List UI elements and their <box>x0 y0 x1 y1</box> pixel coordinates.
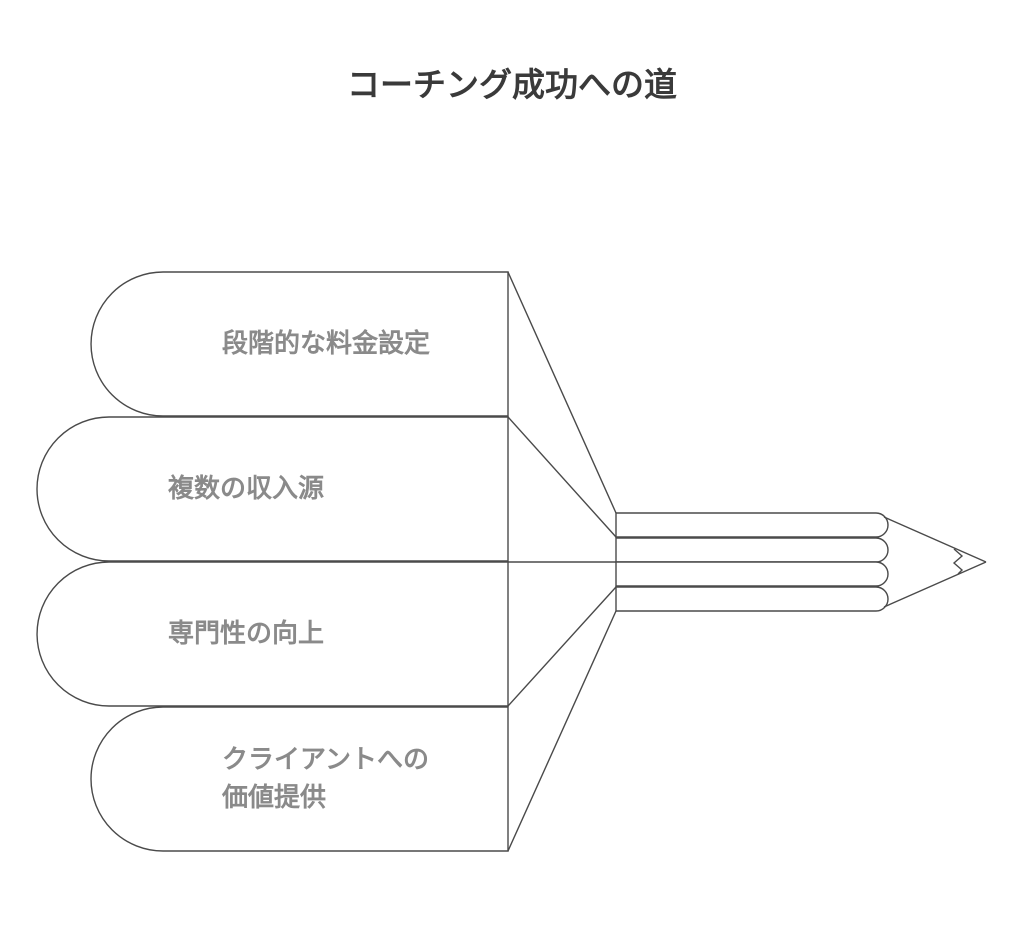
item-label-3: 専門性の向上 <box>168 615 324 653</box>
item-label-4: クライアントへの 価値提供 <box>222 741 429 817</box>
item-label-2: 複数の収入源 <box>168 470 324 508</box>
pencil-tip <box>884 517 986 607</box>
connector-lines <box>508 272 616 851</box>
pencil-body <box>616 513 888 611</box>
item-label-1: 段階的な料金設定 <box>222 325 430 363</box>
